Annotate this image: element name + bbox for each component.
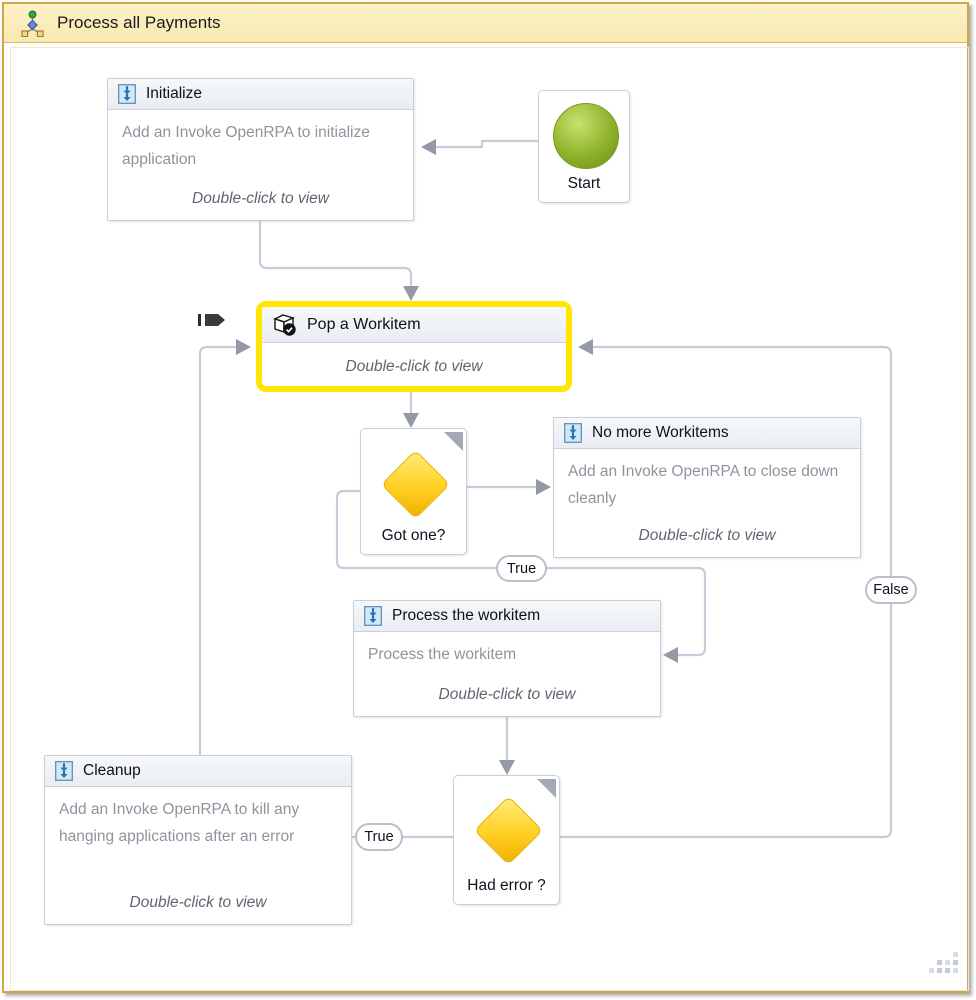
breakpoint-flag-icon[interactable] [198, 311, 228, 329]
start-circle-icon [553, 103, 619, 169]
start-label: Start [567, 175, 601, 192]
flowchart-icon [21, 9, 44, 37]
pill-true-got-one[interactable]: True [496, 555, 547, 582]
window-title: Process all Payments [57, 13, 221, 32]
activity-title: Pop a Workitem [307, 315, 421, 333]
sequence-icon [564, 423, 582, 443]
activity-initialize[interactable]: Initialize Add an Invoke OpenRPA to init… [107, 78, 414, 221]
activity-no-more-workitems[interactable]: No more Workitems Add an Invoke OpenRPA … [553, 417, 861, 558]
activity-process-workitem[interactable]: Process the workitem Process the workite… [353, 600, 661, 717]
activity-body: Add an Invoke OpenRPA to initialize appl… [122, 124, 370, 168]
collapse-corner-icon[interactable] [444, 432, 463, 451]
activity-title: Initialize [146, 85, 202, 102]
decision-got-one[interactable]: Got one? [360, 428, 467, 555]
activity-title: No more Workitems [592, 424, 729, 441]
workitem-cube-icon [273, 314, 296, 336]
arrowhead [403, 413, 419, 428]
sequence-icon [118, 84, 136, 104]
activity-hint: Double-click to view [129, 894, 267, 911]
decision-had-error[interactable]: Had error ? [453, 775, 560, 905]
arrowhead [421, 139, 436, 155]
workflow-titlebar[interactable]: Process all Payments [4, 4, 967, 43]
connector-initialize-pop[interactable] [258, 221, 413, 290]
activity-cleanup[interactable]: Cleanup Add an Invoke OpenRPA to kill an… [44, 755, 352, 925]
activity-pop-workitem-selected[interactable]: Pop a Workitem Double-click to view [256, 301, 572, 392]
activity-body: Add an Invoke OpenRPA to kill any hangin… [59, 801, 300, 845]
activity-title: Cleanup [83, 762, 141, 779]
connector-start-initialize[interactable] [435, 139, 538, 149]
resize-grip-icon[interactable] [928, 948, 960, 978]
activity-body: Process the workitem [368, 646, 517, 663]
arrowhead [236, 339, 251, 355]
activity-title: Process the workitem [392, 607, 541, 624]
activity-hint: Double-click to view [345, 358, 483, 375]
activity-hint: Double-click to view [192, 190, 329, 207]
collapse-corner-icon[interactable] [537, 779, 556, 798]
decision-label: Got one? [381, 527, 446, 544]
arrowhead [578, 339, 593, 355]
start-node[interactable]: Start [538, 90, 630, 203]
decision-diamond-icon [473, 795, 544, 866]
arrowhead [536, 479, 551, 495]
sequence-icon [364, 606, 382, 626]
activity-hint: Double-click to view [438, 686, 576, 703]
arrowhead [499, 760, 515, 775]
connector-cleanup-pop[interactable] [198, 345, 238, 755]
decision-diamond-icon [380, 449, 451, 520]
sequence-icon [55, 761, 73, 781]
activity-body: Add an Invoke OpenRPA to close down clea… [568, 463, 839, 507]
activity-hint: Double-click to view [638, 527, 776, 544]
pill-true-had-error[interactable]: True [355, 823, 403, 851]
arrowhead [403, 286, 419, 301]
pill-false-had-error[interactable]: False [865, 576, 917, 604]
arrowhead [663, 647, 678, 663]
decision-label: Had error ? [467, 877, 546, 894]
